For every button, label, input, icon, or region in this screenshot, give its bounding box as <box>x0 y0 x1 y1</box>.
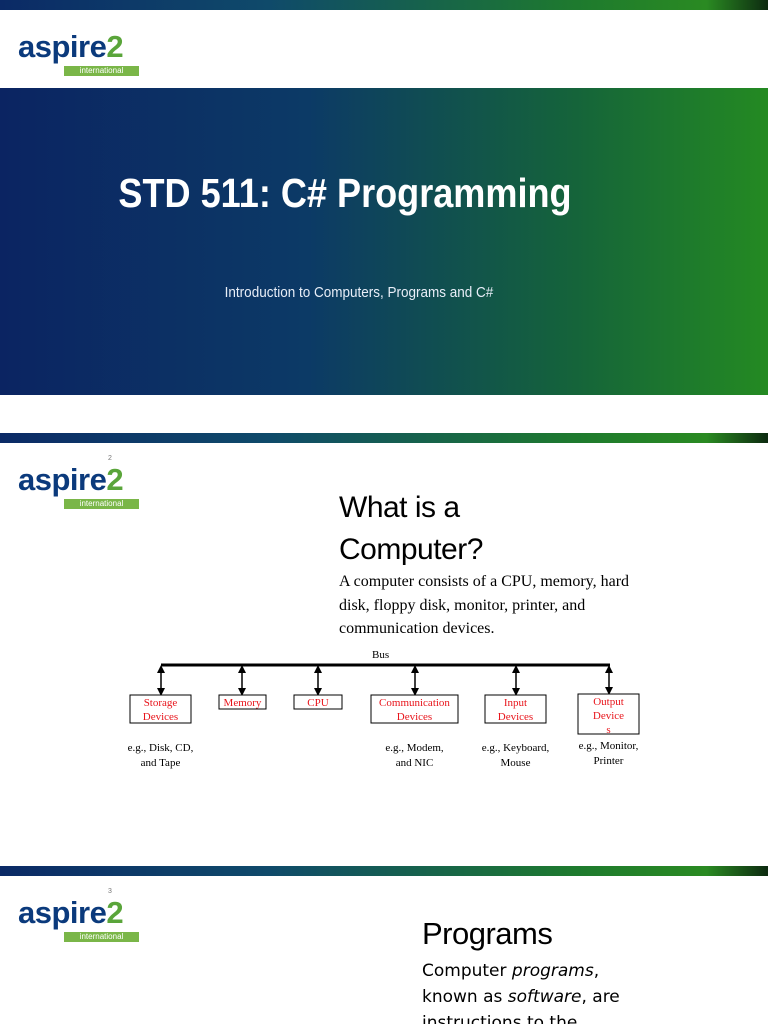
cpu-device-label: CPU <box>307 697 328 709</box>
slide-1-title: STD 511: C# Programming <box>118 170 572 216</box>
aspire2-logo: aspire2 international <box>18 895 139 942</box>
emphasized-term: programs <box>511 961 594 981</box>
input-device-example: Mouse <box>501 757 531 769</box>
memory-device-box <box>218 694 267 710</box>
slide-3-title: Programs <box>422 916 553 951</box>
slide-3: 3 aspire2 international Programs Compute… <box>0 866 768 1024</box>
logo-tagline: international <box>64 932 139 942</box>
storage-device-label: Storage <box>144 697 178 709</box>
logo-word: aspire <box>18 895 107 930</box>
output-device-label: Device <box>593 710 624 722</box>
slide-2-title: What is a Computer? <box>339 487 483 571</box>
logo-number: 2 <box>106 462 124 497</box>
storage-device-box <box>129 694 192 724</box>
slide-2-body-text: A computer consists of a CPU, memory, ha… <box>339 573 630 637</box>
storage-device-label: Devices <box>143 711 178 723</box>
slide-number: 3 <box>108 888 112 895</box>
output-device-label: Output <box>593 696 624 708</box>
output-device-box <box>577 693 640 735</box>
input-device-box <box>484 694 547 724</box>
output-device-label: s <box>606 724 610 736</box>
body-text-run: Computer <box>422 961 512 981</box>
slide-top-bar <box>0 866 768 876</box>
logo-tagline: international <box>64 66 139 76</box>
logo-number: 2 <box>106 895 124 930</box>
aspire2-logo: aspire2 international <box>18 462 139 509</box>
communication-device-example: and NIC <box>396 757 434 769</box>
memory-device-label: Memory <box>224 697 262 709</box>
input-device-label: Devices <box>498 711 533 723</box>
communication-device-box <box>370 694 459 724</box>
communication-device-example: e.g., Modem, <box>385 742 444 754</box>
communication-device-label: Devices <box>397 711 432 723</box>
slide-top-bar <box>0 0 768 10</box>
logo-number: 2 <box>106 29 124 64</box>
storage-device-example: e.g., Disk, CD, <box>128 742 194 754</box>
logo-word: aspire <box>18 462 107 497</box>
slide-1-subtitle: Introduction to Computers, Programs and … <box>224 284 494 301</box>
output-device-example: Printer <box>594 755 624 767</box>
slide-2: 2 aspire2 international What is a Comput… <box>0 433 768 863</box>
cpu-device-box <box>293 694 343 710</box>
slide-2-title-line-2: Computer? <box>339 533 483 566</box>
storage-device-example: and Tape <box>141 757 181 769</box>
aspire2-logo: aspire2 international <box>18 29 139 76</box>
slide-top-bar <box>0 433 768 443</box>
body-text-run: , known as <box>422 961 600 1007</box>
slide-number: 2 <box>108 455 112 462</box>
slide-2-title-line-1: What is a <box>339 491 460 524</box>
slide-3-body-text: Computer programs, known as software, ar… <box>422 958 642 1024</box>
communication-device-label: Communication <box>379 697 450 709</box>
input-device-label: Input <box>504 697 527 709</box>
input-device-example: e.g., Keyboard, <box>482 742 550 754</box>
bus-label: Bus <box>372 649 389 661</box>
slide-1: aspire2 international STD 511: C# Progra… <box>0 0 768 425</box>
emphasized-term: software <box>507 987 582 1007</box>
logo-tagline: international <box>64 499 139 509</box>
title-banner <box>0 88 768 395</box>
body-text-run: , are instructions to the <box>422 987 620 1024</box>
logo-word: aspire <box>18 29 107 64</box>
output-device-example: e.g., Monitor, <box>579 740 639 752</box>
